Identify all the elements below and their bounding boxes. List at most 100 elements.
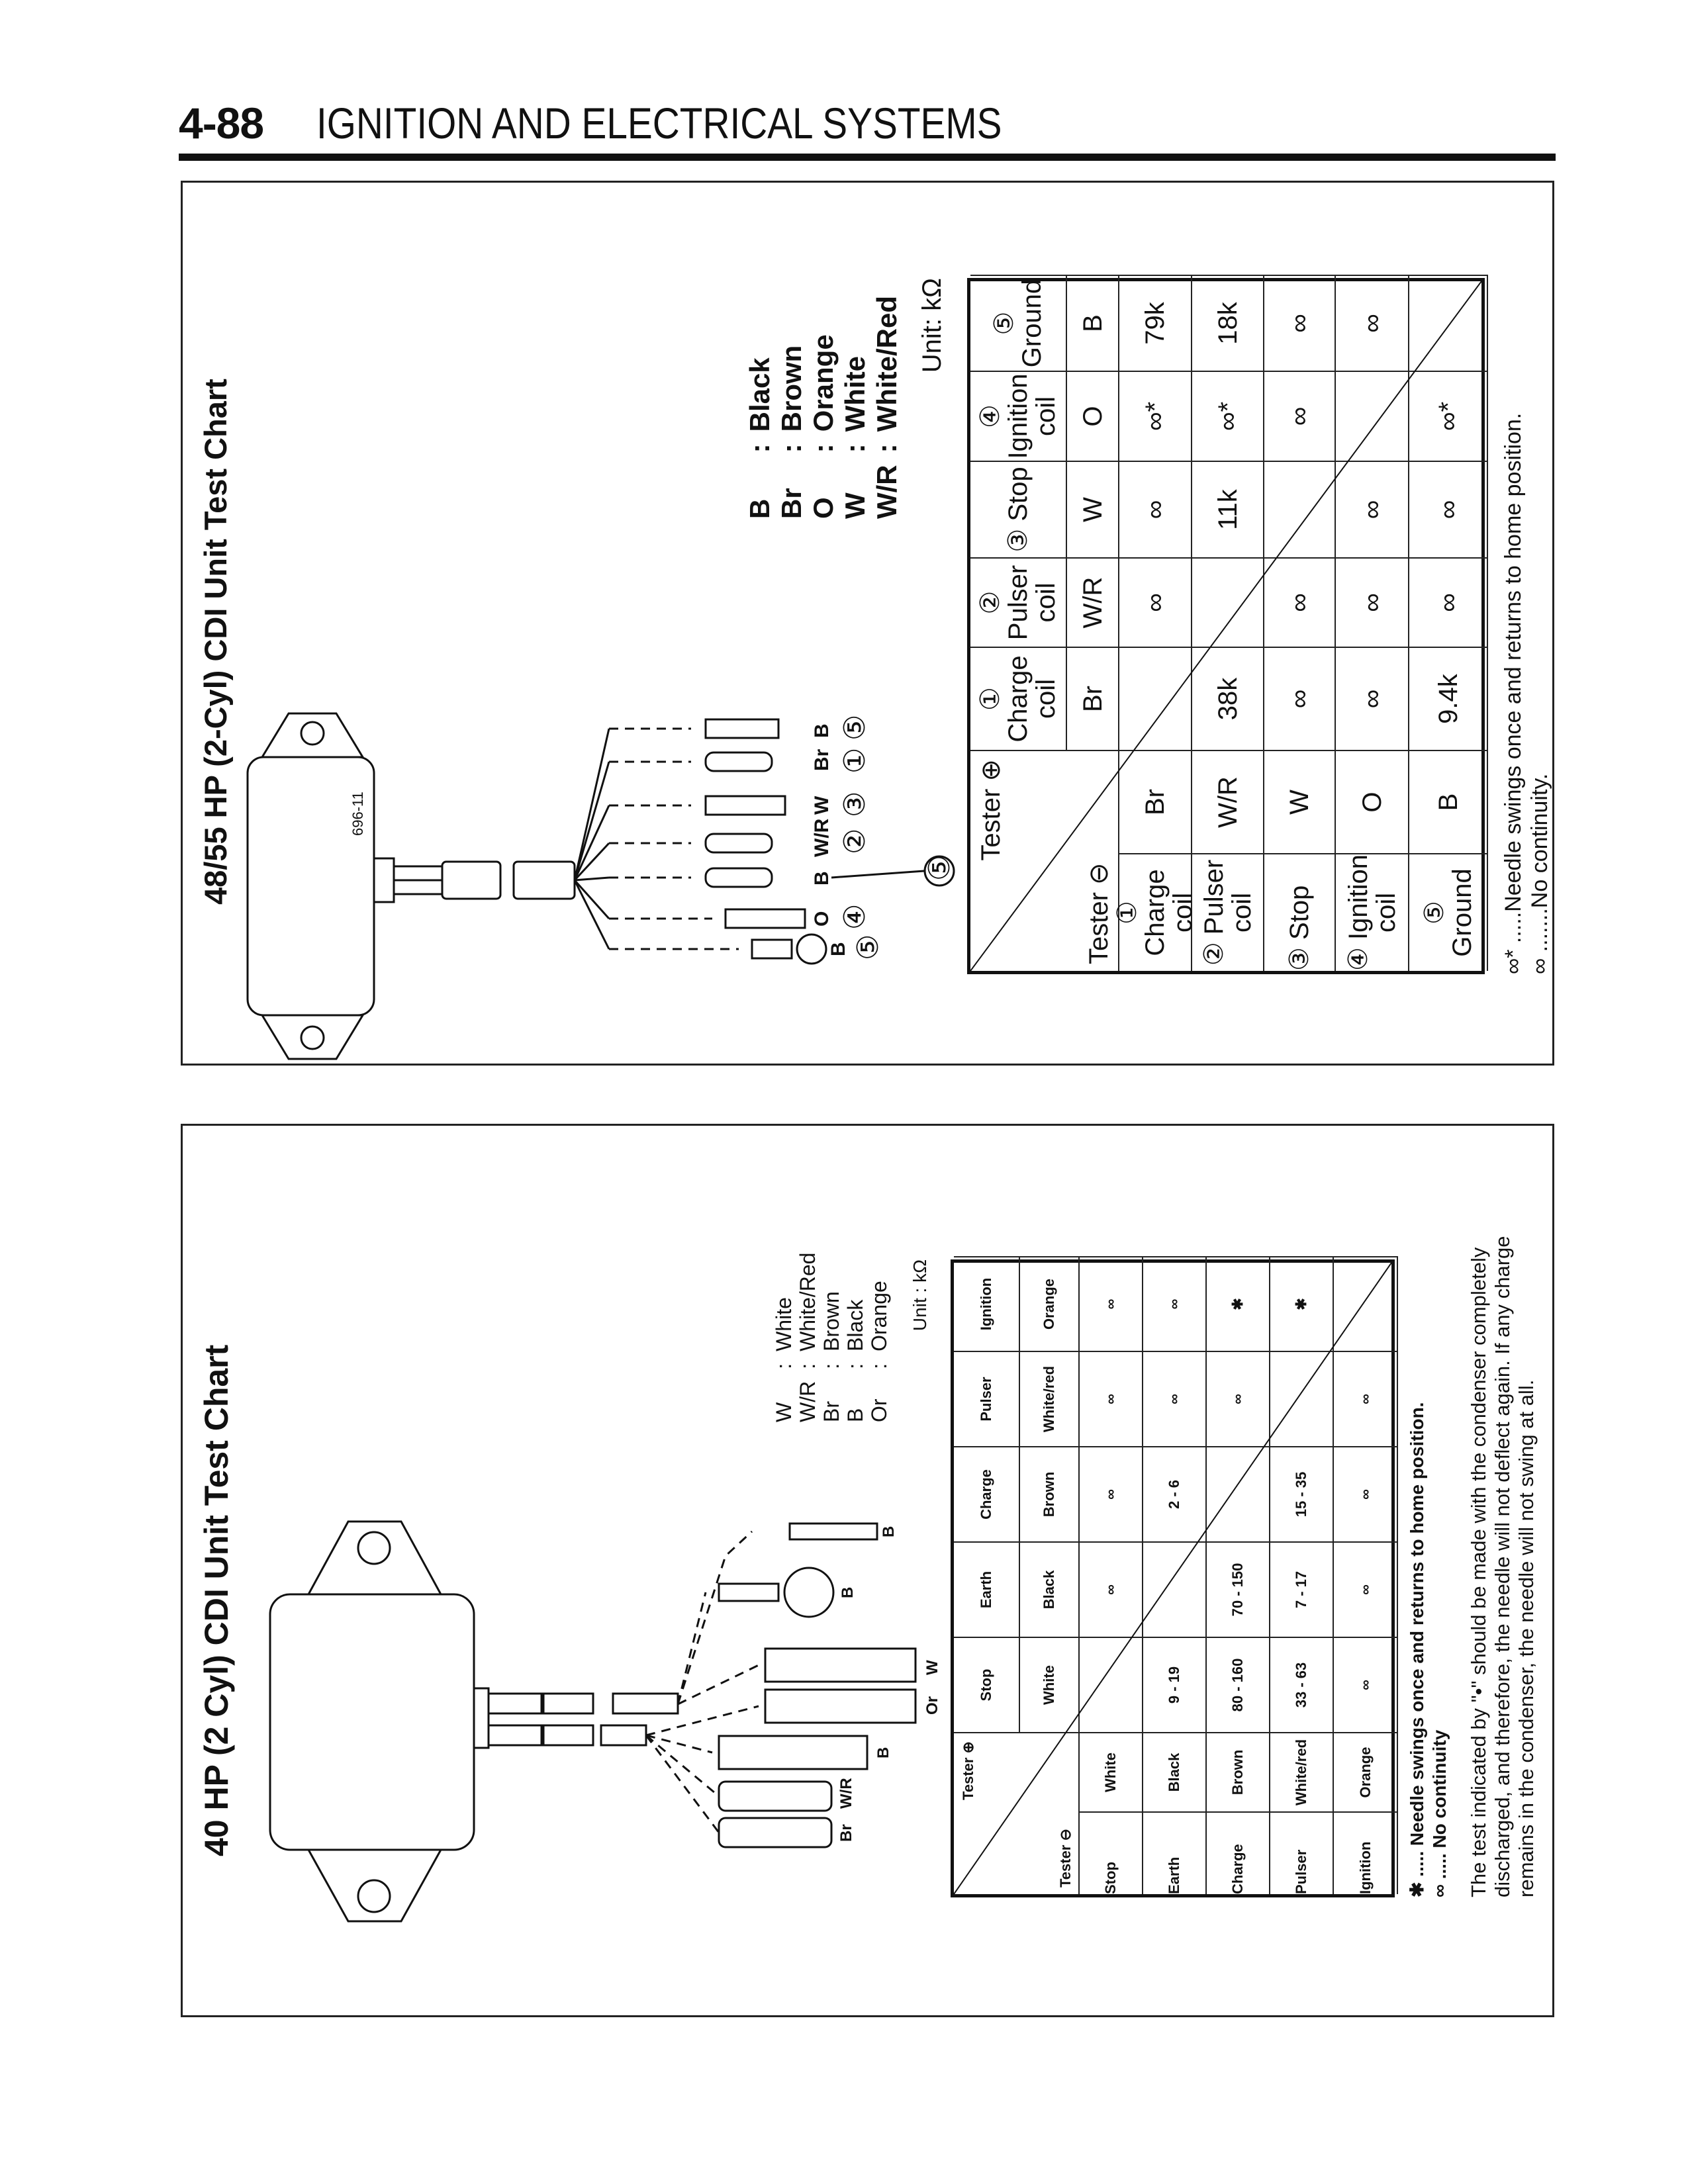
column-header: Stop	[954, 1637, 1020, 1732]
row-wire-code: Brown	[1207, 1732, 1270, 1811]
tester-minus-label: Tester ⊖	[1084, 862, 1113, 964]
legend-sep: :	[808, 443, 839, 453]
column-wire-code: W/R	[1067, 557, 1119, 647]
table-cell: ∞	[1264, 557, 1336, 647]
wire-code: B	[880, 1526, 898, 1537]
footnote: ✱ ..... Needle swings once and returns t…	[1407, 1402, 1427, 1897]
chart-48-55hp-panel: 48/55 HP (2-Cyl) CDI Unit Test Chart 696…	[181, 181, 1554, 1066]
wire-number: ②	[839, 829, 871, 854]
footnote: ∞* .....Needle swings once and returns t…	[1501, 412, 1526, 974]
table-cell: 70 - 150	[1207, 1541, 1270, 1637]
table-cell: ∞	[1336, 647, 1409, 750]
table-cell	[1336, 371, 1409, 461]
legend-sep: :	[871, 443, 902, 453]
legend-code: W/R	[871, 465, 902, 519]
row-wire-code: White	[1080, 1732, 1143, 1811]
legend-name: White/Red	[871, 296, 902, 432]
footnotes: ∞* .....Needle swings once and returns t…	[1500, 413, 1553, 974]
unit-label: Unit : kΩ	[910, 1259, 930, 1332]
table-cell	[1143, 1541, 1207, 1637]
note-line: The test indicated by "•" should be made…	[1467, 1247, 1490, 1897]
legend-sep: :	[843, 1363, 867, 1369]
table-cell: ∞*	[1409, 371, 1488, 461]
note-line: discharged, and therefore, the needle wi…	[1491, 1236, 1514, 1897]
column-wire-code: Orange	[1020, 1256, 1080, 1351]
table-cell	[1334, 1256, 1398, 1351]
legend-code: W	[772, 1402, 796, 1422]
table-cell: ∞	[1207, 1351, 1270, 1446]
legend-code: Or	[867, 1398, 891, 1422]
table-cell: ∞	[1334, 1541, 1398, 1637]
wire-code: B	[874, 1747, 892, 1758]
condenser-note: The test indicated by "•" should be made…	[1467, 1236, 1538, 1897]
table-cell: ∞*	[1119, 371, 1192, 461]
color-legend: B:Black Br:Brown O:Orange W:White W/R:Wh…	[744, 296, 903, 519]
table-cell: ∞*	[1192, 371, 1264, 461]
column-wire-code: Black	[1020, 1541, 1080, 1637]
legend-name: White	[839, 356, 870, 432]
row-header: ④ Ignition coil	[1336, 853, 1409, 971]
row-wire-code: W/R	[1192, 750, 1264, 853]
row-header: Charge	[1207, 1811, 1270, 1894]
row-wire-code: B	[1409, 750, 1488, 853]
table-cell: ∞	[1409, 461, 1488, 557]
column-header: ⑤ Ground	[970, 275, 1067, 371]
wire-code: W	[923, 1660, 941, 1675]
table-cell: 18k	[1192, 275, 1264, 371]
column-header: ① Charge coil	[970, 647, 1067, 750]
wire-labels: B B W Or B W/R Br	[837, 1526, 941, 1842]
wire-number: ④	[839, 904, 871, 930]
wire-code: B	[811, 871, 833, 886]
legend-name: Brown	[820, 1291, 843, 1351]
wire-number: ⑤	[839, 715, 871, 741]
row-header: Stop	[1080, 1811, 1143, 1894]
table-cell	[1080, 1637, 1143, 1732]
unit-label: Unit: kΩ	[917, 278, 947, 373]
legend-code: W/R	[796, 1381, 820, 1422]
column-header: ④ Ignition coil	[970, 371, 1067, 461]
table-cell: ∞	[1119, 461, 1192, 557]
tester-plus-label: Tester ⊕	[976, 759, 1006, 861]
header-rule	[179, 154, 1556, 161]
table-cell: ∞	[1119, 557, 1192, 647]
legend-code: W	[839, 492, 870, 519]
wire-number: ⑤	[852, 934, 884, 960]
wire-code: Br	[811, 749, 833, 771]
table-corner-cell: Tester ⊕ Tester ⊖	[970, 750, 1119, 971]
legend-name: Orange	[867, 1281, 891, 1351]
table-cell: 2 - 6	[1143, 1446, 1207, 1541]
wire-code: B	[827, 942, 849, 956]
column-wire-code: Brown	[1020, 1446, 1080, 1541]
tester-plus-label: Tester ⊕	[960, 1741, 976, 1800]
chart-40hp-panel: 40 HP (2 Cyl) CDI Unit Test Chart	[181, 1124, 1554, 2017]
table-cell: ∞	[1264, 647, 1336, 750]
wire-code: Or	[923, 1696, 941, 1715]
legend-sep: :	[867, 1363, 891, 1369]
page-number: 4-88	[179, 99, 264, 148]
table-cell: ∞	[1080, 1351, 1143, 1446]
legend-code: Br	[820, 1401, 843, 1422]
row-wire-code: Br	[1119, 750, 1192, 853]
wire-code: B	[811, 723, 833, 738]
column-header: Ignition	[954, 1256, 1020, 1351]
legend-code: O	[808, 497, 839, 519]
table-cell: ∞	[1336, 461, 1409, 557]
column-header: Earth	[954, 1541, 1020, 1637]
wire-code: O	[811, 911, 833, 927]
table-cell	[1409, 275, 1488, 371]
legend-name: White	[772, 1297, 796, 1351]
cdi-unit-wiring-diagram: B B W Or B W/R Br	[269, 1520, 941, 1923]
row-wire-code: Orange	[1334, 1732, 1398, 1811]
wire-number: ⑤	[923, 855, 956, 881]
row-header: ③ Stop	[1264, 853, 1336, 971]
table-corner-cell: Tester ⊕Tester ⊖	[954, 1732, 1080, 1894]
cdi-unit-module-icon	[269, 1520, 679, 1923]
column-wire-code: White/red	[1020, 1351, 1080, 1446]
legend-sep: :	[776, 443, 807, 453]
table-cell	[1192, 557, 1264, 647]
wire-harness	[645, 1522, 917, 1848]
